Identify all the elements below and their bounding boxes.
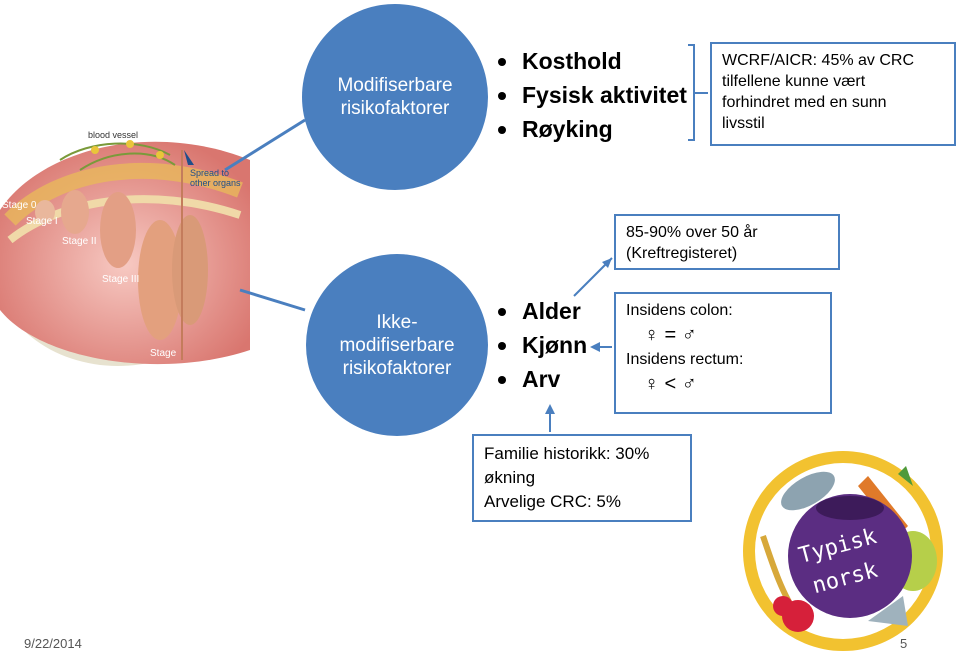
list-item: Kosthold: [496, 44, 687, 78]
list-item: Kjønn: [496, 328, 587, 362]
box-line: WCRF/AICR: 45% av CRC: [722, 52, 915, 69]
circle-line: risikofaktorer: [342, 357, 452, 379]
label-other-organs: other organs: [190, 178, 241, 188]
list-item: Fysisk aktivitet: [496, 78, 687, 112]
non-modifiable-factors-list: Alder Kjønn Arv: [496, 294, 587, 396]
box-line: forhindret med en sunn: [722, 94, 887, 111]
box-line: tilfellene kunne vært: [722, 73, 866, 90]
box-line: økning: [484, 468, 536, 487]
box-line: 85-90% over 50 år: [626, 224, 758, 241]
colon-incidence-label: Insidens colon:: [626, 302, 733, 319]
rectum-incidence-label: Insidens rectum:: [626, 351, 744, 368]
wcrf-info-box: WCRF/AICR: 45% av CRC tilfellene kunne v…: [710, 42, 956, 146]
label-blood-vessel: blood vessel: [88, 130, 139, 140]
list-item: Røyking: [496, 112, 687, 146]
colon-stages-illustration: blood vessel Spread to other organs Stag…: [0, 120, 260, 370]
box-line: Arvelige CRC: 5%: [484, 492, 621, 511]
box-line: (Kreftregisteret): [626, 245, 738, 262]
circle-line: Ikke-: [376, 311, 418, 333]
heredity-info-box: Familie historikk: 30% økning Arvelige C…: [472, 434, 692, 522]
label-spread-to: Spread to: [190, 168, 230, 178]
circle-line: modifiserbare: [339, 334, 455, 356]
label-stage-4: Stage: [150, 348, 177, 359]
footer-page-number: 5: [900, 636, 908, 651]
box-line: Familie historikk: 30%: [484, 444, 650, 463]
circle-line: risikofaktorer: [340, 98, 450, 119]
colon-relation: ♀ = ♂: [644, 324, 697, 346]
label-stage-1: Stage I: [26, 216, 58, 227]
label-stage-0: Stage 0: [2, 200, 37, 211]
label-stage-2: Stage II: [62, 236, 97, 247]
modifiable-factors-list: Kosthold Fysisk aktivitet Røyking: [496, 44, 687, 146]
non-modifiable-risk-factors-circle: Ikke- modifiserbare risikofaktorer: [306, 254, 488, 436]
typisk-norsk-logo: Typisk norsk: [738, 446, 948, 656]
footer-date: 9/22/2014: [24, 636, 82, 651]
circle-line: Modifiserbare: [337, 75, 453, 96]
rectum-relation: ♀ < ♂: [644, 373, 697, 395]
sex-incidence-box: Insidens colon: ♀ = ♂ Insidens rectum: ♀…: [614, 292, 832, 414]
modifiable-risk-factors-circle: Modifiserbare risikofaktorer: [302, 4, 488, 190]
box-line: livsstil: [722, 115, 765, 132]
list-item: Arv: [496, 362, 587, 396]
list-item: Alder: [496, 294, 587, 328]
label-stage-3: Stage III: [102, 274, 140, 285]
age-info-box: 85-90% over 50 år (Kreftregisteret): [614, 214, 840, 270]
